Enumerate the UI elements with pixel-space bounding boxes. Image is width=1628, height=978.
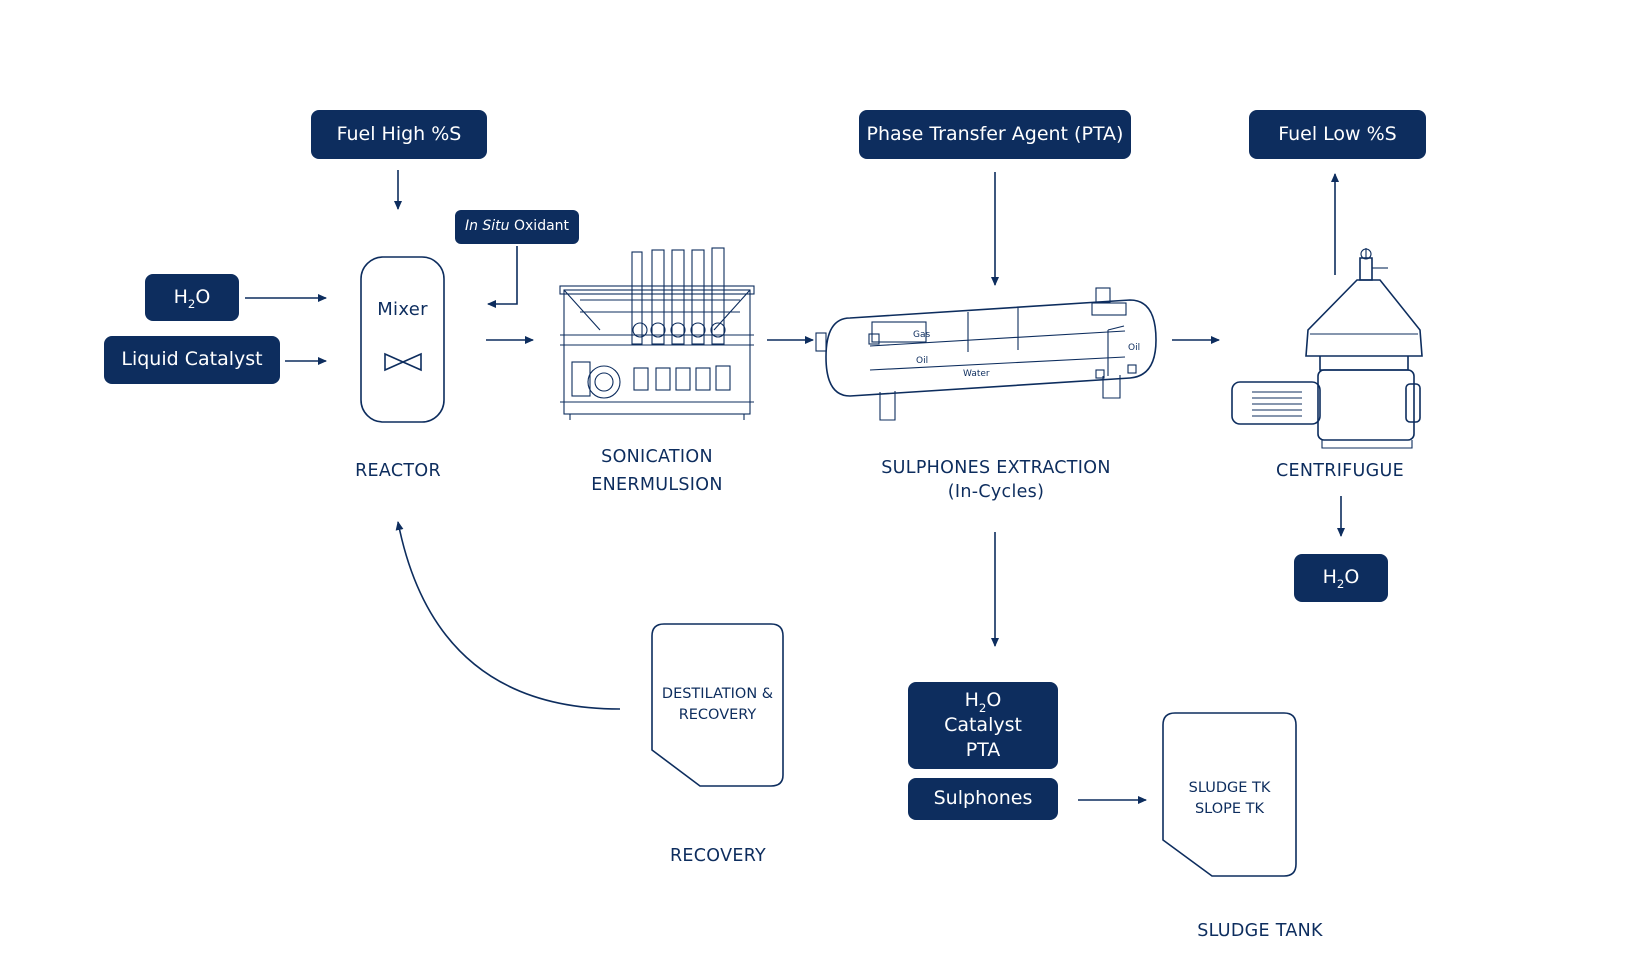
liquid-catalyst-input: Liquid Catalyst [104, 336, 280, 384]
recovery-doc-line2: RECOVERY [678, 707, 757, 724]
pta-input: Phase Transfer Agent (PTA) [859, 110, 1131, 159]
sulphones-output: Sulphones [908, 778, 1058, 820]
oxidant-italic-text: In Situ [464, 218, 510, 235]
extraction-caption: SULPHONES EXTRACTION (In-Cycles) [860, 457, 1132, 504]
recovery-doc-line1: DESTILATION & [661, 686, 774, 702]
reactor-vessel [360, 256, 445, 423]
pta-label: Phase Transfer Agent (PTA) [866, 122, 1124, 145]
out-sub: 2 [978, 700, 987, 715]
recovery-caption: RECOVERY [669, 846, 767, 866]
sonication-rig-illustration [559, 247, 755, 420]
recovery-document-text: DESTILATION & RECOVERY [652, 684, 783, 726]
out-h: H [964, 689, 979, 712]
tank-label-gas: Gas [913, 330, 930, 340]
h2o-output: H2O [1294, 554, 1388, 602]
mixer-label: Mixer [377, 299, 428, 320]
h2o-catalyst-pta-output: H2O Catalyst PTA [908, 682, 1058, 769]
h2o-out-sub: 2 [1336, 577, 1345, 592]
arrow-recovery-to-reactor [395, 521, 621, 710]
h2o-o: O [195, 285, 211, 308]
sludge-tank-caption: SLUDGE TANK [1197, 921, 1323, 941]
sonication-caption: SONICATION ENERMULSION [567, 443, 747, 499]
mixer-valve-icon [384, 352, 422, 372]
extraction-tank-illustration: Gas Oil Water Oil [815, 287, 1157, 421]
extraction-caption-line2: (In-Cycles) [947, 481, 1045, 502]
tank-label-oil-left: Oil [916, 356, 928, 366]
h2o-sub: 2 [187, 296, 196, 311]
h2o-out-o: O [1344, 566, 1360, 589]
arrow-oxidant-to-reactor [487, 246, 518, 308]
centrifuge-illustration [1231, 248, 1423, 449]
sludge-document-shape [1162, 712, 1297, 877]
h2o-out-h: H [1322, 566, 1337, 589]
oxidant-text: Oxidant [509, 218, 570, 235]
sonication-caption-line2: ENERMULSION [591, 475, 723, 495]
fuel-low-label: Fuel Low %S [1278, 122, 1397, 145]
out-o: O [986, 689, 1002, 712]
h2o-input: H2O [145, 274, 239, 321]
tank-label-water: Water [963, 369, 990, 379]
centrifuge-caption: CENTRIFUGUE [1276, 461, 1404, 481]
in-situ-oxidant-input: In Situ Oxidant [455, 210, 579, 244]
liquid-catalyst-label: Liquid Catalyst [121, 348, 263, 371]
sludge-document-text: SLUDGE TK SLOPE TK [1163, 778, 1296, 820]
sludge-doc-line2: SLOPE TK [1194, 801, 1265, 818]
out-catalyst: Catalyst [944, 714, 1022, 737]
fuel-high-sulfur-input: Fuel High %S [311, 110, 487, 159]
out-pta: PTA [965, 738, 1001, 761]
fuel-high-label: Fuel High %S [336, 122, 462, 145]
extraction-caption-line1: SULPHONES EXTRACTION [881, 458, 1111, 478]
recovery-document-shape [651, 623, 784, 787]
h2o-h: H [173, 285, 188, 308]
reactor-caption: REACTOR [355, 461, 441, 481]
fuel-low-sulfur-output: Fuel Low %S [1249, 110, 1426, 159]
sludge-doc-line1: SLUDGE TK [1188, 780, 1271, 796]
tank-label-oil-right: Oil [1128, 343, 1140, 353]
sonication-caption-line1: SONICATION [601, 447, 713, 467]
sulphones-label: Sulphones [933, 787, 1033, 810]
flow-arrows [245, 170, 1345, 804]
